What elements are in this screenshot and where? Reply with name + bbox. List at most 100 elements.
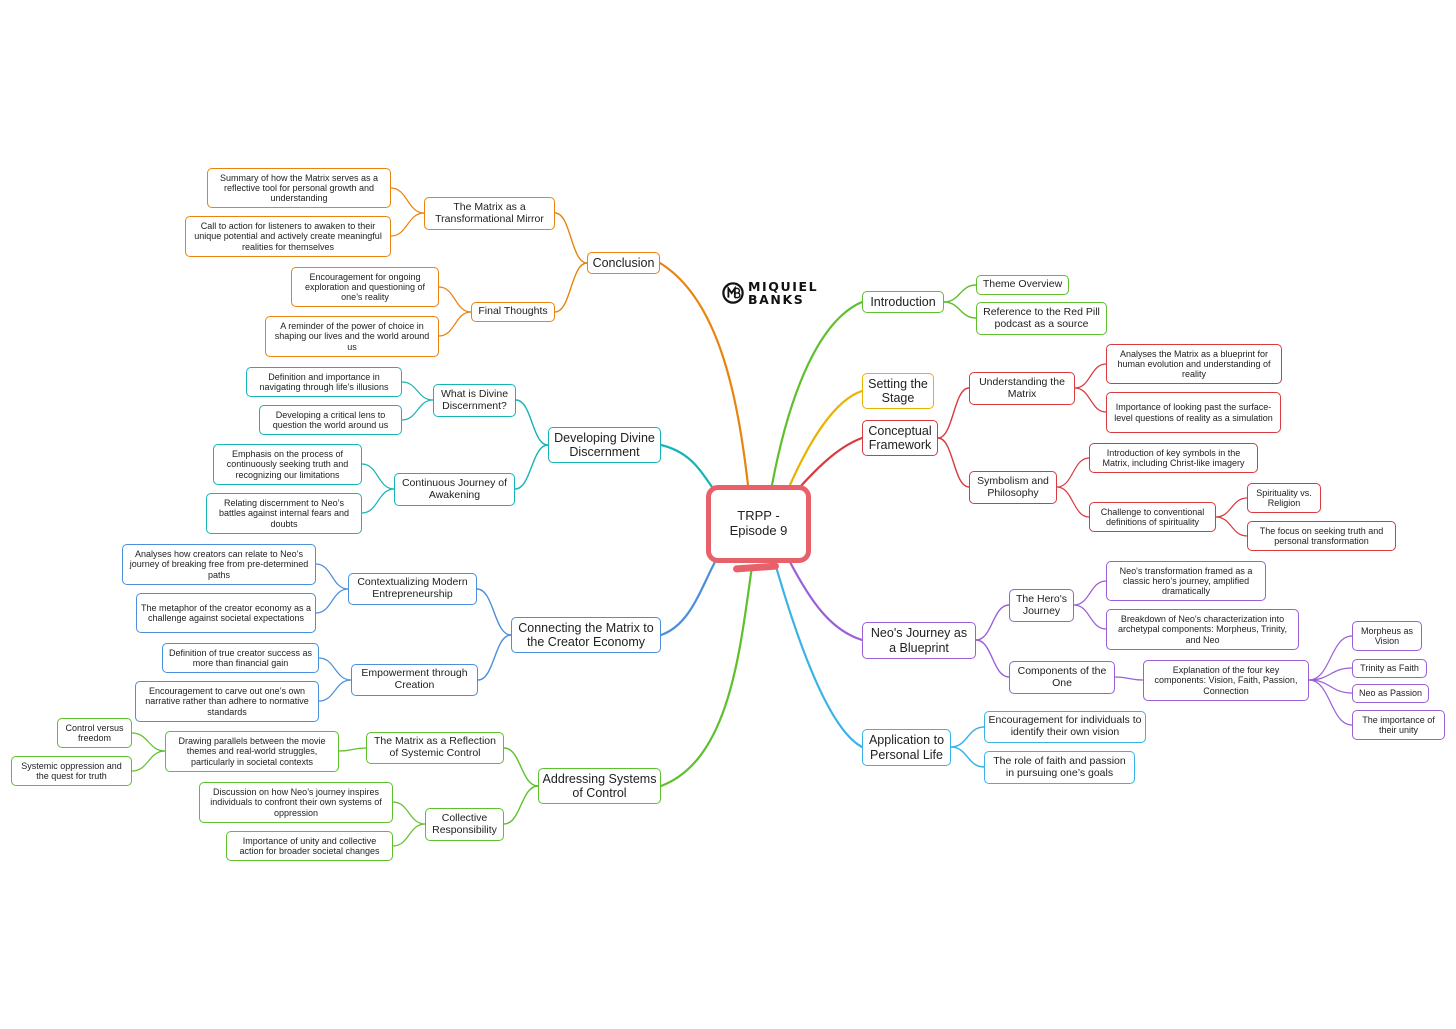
detail-own-narrative[interactable]: Encouragement to carve out one’s own nar… [135,681,319,722]
topic-conceptual-framework[interactable]: Conceptual Framework [862,420,938,456]
c-mirror [554,212,588,264]
topic-conclusion[interactable]: Conclusion [587,252,660,274]
topic-creator-economy[interactable]: Connecting the Matrix to the Creator Eco… [511,617,661,653]
c-s1 [338,747,367,752]
subtopic-empowerment-creation[interactable]: Empowerment through Creation [351,664,478,696]
detail-drawing-parallels[interactable]: Drawing parallels between the movie them… [165,731,339,772]
detail-systemic-oppression[interactable]: Systemic oppression and the quest for tr… [11,756,132,786]
detail-neo-passion[interactable]: Neo as Passion [1352,684,1429,703]
detail-control-vs-freedom[interactable]: Control versus freedom [57,718,132,748]
detail-matrix-summary[interactable]: Summary of how the Matrix serves as a re… [207,168,391,208]
mb-logo-icon [722,282,744,304]
detail-four-components[interactable]: Explanation of the four key components: … [1143,660,1309,701]
detail-definition-importance[interactable]: Definition and importance in navigating … [246,367,402,397]
subtopic-heros-journey[interactable]: The Hero's Journey [1009,589,1074,622]
connector-creator [659,558,718,637]
c-p2 [318,679,352,702]
detail-neo-transformation[interactable]: Neo's transformation framed as a classic… [1106,561,1266,601]
c-i2 [943,301,977,319]
connector-conclusion [658,261,750,487]
c-f2 [438,311,472,337]
c-emp [477,634,512,681]
c-u2 [1074,387,1107,413]
detail-theme-overview[interactable]: Theme Overview [976,275,1069,295]
topic-introduction[interactable]: Introduction [862,291,944,313]
c-y3 [1215,497,1248,518]
c-e2 [315,588,349,614]
subtopic-symbolism-philosophy[interactable]: Symbolism and Philosophy [969,471,1057,504]
subtopic-understanding-matrix[interactable]: Understanding the Matrix [969,372,1075,405]
root-node[interactable]: TRPP - Episode 9 [706,485,811,563]
topic-neo-journey[interactable]: Neo's Journey as a Blueprint [862,622,976,659]
connector-neo [788,560,864,642]
detail-power-of-choice[interactable]: A reminder of the power of choice in sha… [265,316,439,357]
subtopic-continuous-journey[interactable]: Continuous Journey of Awakening [394,473,515,506]
c-a1 [950,726,985,748]
c-hero [975,604,1010,641]
connector-divine [659,443,714,489]
detail-creator-metaphor[interactable]: The metaphor of the creator economy as a… [136,593,316,633]
connector-introduction [770,300,864,487]
c-w2 [401,399,434,421]
topic-systems-of-control[interactable]: Addressing Systems of Control [538,768,661,804]
detail-seeking-transformation[interactable]: The focus on seeking truth and personal … [1247,521,1396,551]
c-k4 [1308,679,1353,726]
subtopic-modern-entrepreneurship[interactable]: Contextualizing Modern Entrepreneurship [348,573,477,605]
c-e1 [315,563,349,590]
c-h2 [1073,604,1107,630]
detail-faith-passion[interactable]: The role of faith and passion in pursuin… [984,751,1135,784]
detail-blueprint-evolution[interactable]: Analyses the Matrix as a blueprint for h… [1106,344,1282,384]
detail-creators-neo-journey[interactable]: Analyses how creators can relate to Neo’… [122,544,316,585]
c-y1 [1056,457,1090,488]
detail-key-symbols[interactable]: Introduction of key symbols in the Matri… [1089,443,1258,473]
detail-critical-lens[interactable]: Developing a critical lens to question t… [259,405,402,435]
detail-red-pill-reference[interactable]: Reference to the Red Pill podcast as a s… [976,302,1107,335]
c-ent [476,588,512,636]
detail-creator-success[interactable]: Definition of true creator success as mo… [162,643,319,673]
detail-ongoing-exploration[interactable]: Encouragement for ongoing exploration an… [291,267,439,307]
c-k0 [1114,676,1144,681]
connector-systems [659,564,754,788]
subtopic-collective-responsibility[interactable]: Collective Responsibility [425,808,504,841]
c-u1 [1074,363,1107,389]
c-k1 [1308,635,1353,681]
c-c2 [361,488,395,514]
detail-unity-importance[interactable]: The importance of their unity [1352,710,1445,740]
connector-personal [773,561,864,749]
detail-spirituality-religion[interactable]: Spirituality vs. Religion [1247,483,1321,513]
detail-archetypal-components[interactable]: Breakdown of Neo's characterization into… [1106,609,1299,650]
subtopic-systemic-control[interactable]: The Matrix as a Reflection of Systemic C… [366,732,504,764]
c-what [515,399,549,446]
c-sys [503,747,539,787]
topic-personal-life[interactable]: Application to Personal Life [862,729,951,766]
topic-divine-discernment[interactable]: Developing Divine Discernment [548,427,661,463]
detail-surface-level[interactable]: Importance of looking past the surface-l… [1106,392,1281,433]
c-p1 [318,657,352,681]
c-f1 [438,286,472,313]
c-c1 [361,463,395,490]
subtopic-final-thoughts[interactable]: Final Thoughts [471,302,555,322]
c-sym [937,437,970,488]
subtopic-transformational-mirror[interactable]: The Matrix as a Transformational Mirror [424,197,555,230]
subtopic-components-of-one[interactable]: Components of the One [1009,661,1115,694]
c-s3 [131,750,166,772]
detail-conventional-spirituality[interactable]: Challenge to conventional definitions of… [1089,502,1216,532]
detail-own-vision[interactable]: Encouragement for individuals to identif… [984,711,1146,743]
c-y4 [1215,516,1248,537]
detail-trinity-faith[interactable]: Trinity as Faith [1352,659,1427,678]
detail-morpheus-vision[interactable]: Morpheus as Vision [1352,621,1422,651]
c-o1 [392,801,426,825]
logo-line-1: MIQUIEL [748,279,819,294]
detail-seeking-truth[interactable]: Emphasis on the process of continuously … [213,444,362,485]
logo-line-2: BANKS [748,292,805,307]
detail-confront-oppression[interactable]: Discussion on how Neo’s journey inspires… [199,782,393,823]
detail-call-to-action[interactable]: Call to action for listeners to awaken t… [185,216,391,257]
detail-unity-action[interactable]: Importance of unity and collective actio… [226,831,393,861]
c-a2 [950,746,985,768]
c-h1 [1073,580,1107,606]
detail-internal-fears[interactable]: Relating discernment to Neo’s battles ag… [206,493,362,534]
topic-setting-the-stage[interactable]: Setting the Stage [862,373,934,409]
subtopic-what-is-discernment[interactable]: What is Divine Discernment? [433,384,516,417]
